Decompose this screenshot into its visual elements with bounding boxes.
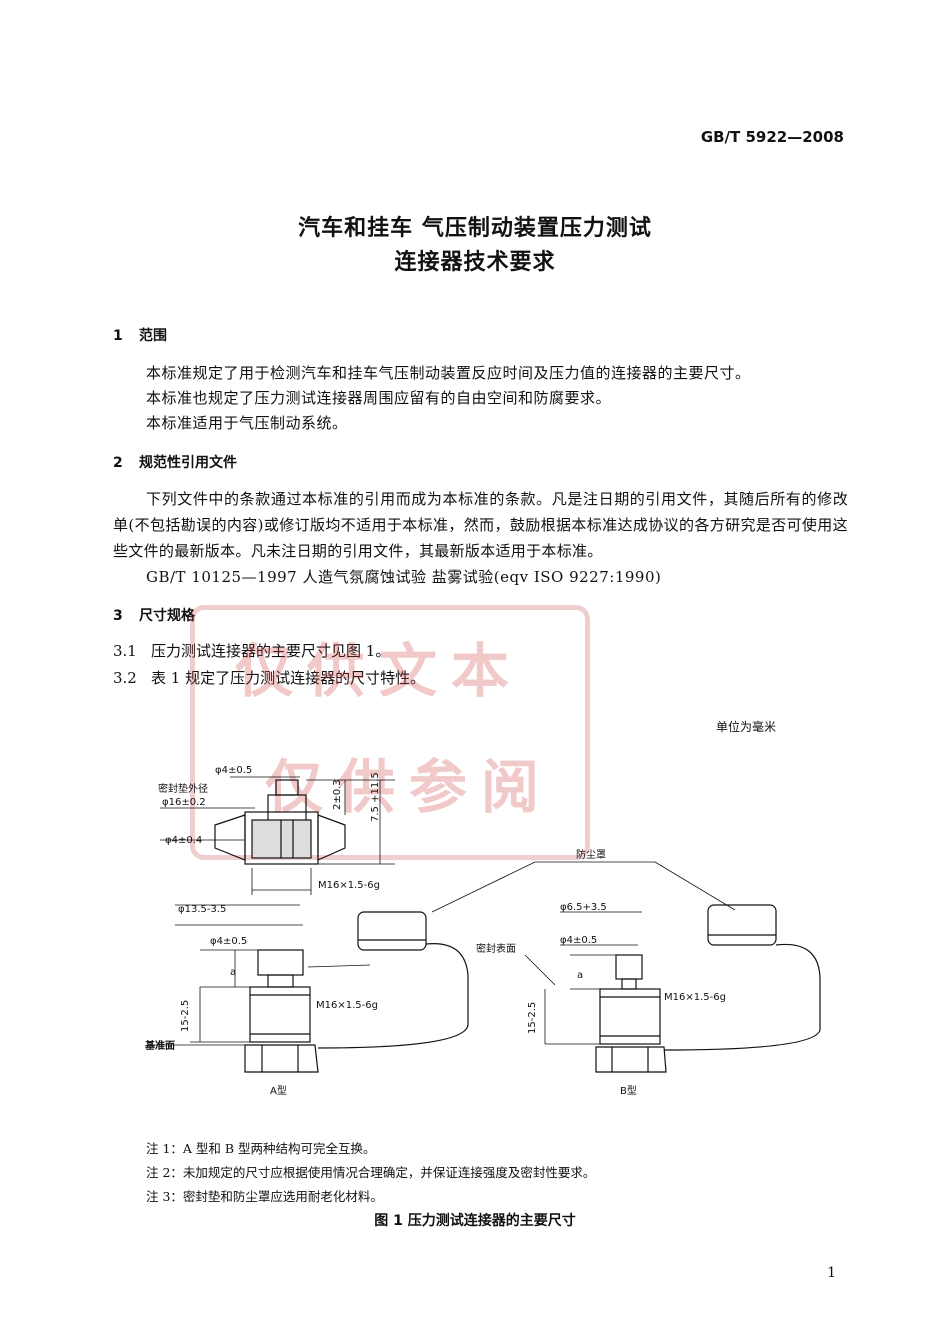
figure-note-2: 注 2：未加规定的尺寸应根据使用情况合理确定，并保证连接强度及密封性要求。 <box>146 1165 596 1180</box>
type-b-thread <box>599 988 661 1045</box>
seal-body <box>244 811 319 865</box>
label-a-type-b: a <box>577 970 583 981</box>
label-phi16: φ16±0.2 <box>162 797 206 808</box>
top-nipple <box>267 794 307 824</box>
type-a-thread <box>249 986 311 1043</box>
label-seal-od: 密封垫外径 <box>158 782 208 795</box>
label-type-a: A型 <box>270 1084 287 1097</box>
label-dim-75: 7.5 +11.5 <box>370 772 381 822</box>
label-phi4-a: φ4±0.5 <box>210 936 247 947</box>
label-m16-top: M16×1.5-6g <box>318 880 380 891</box>
type-a-hex <box>244 1044 319 1073</box>
normative-reference: GB/T 10125—1997 人造气氛腐蚀试验 盐雾试验(eqv ISO 92… <box>146 568 662 586</box>
right-cone <box>317 814 346 861</box>
type-a-dust-cover <box>357 911 427 951</box>
label-m16-a: M16×1.5-6g <box>316 1000 378 1011</box>
label-phi4-05: φ4±0.5 <box>215 765 252 776</box>
label-dim-2: 2±0.3 <box>332 779 343 810</box>
label-dust-cover: 防尘罩 <box>576 848 606 861</box>
label-seal-surface: 密封表面 <box>476 942 516 955</box>
type-b-head <box>615 954 643 980</box>
figure-note-3: 注 3：密封垫和防尘罩应选用耐老化材料。 <box>146 1189 383 1204</box>
doc-title-line2: 连接器技术要求 <box>394 250 556 275</box>
label-phi65: φ6.5+3.5 <box>560 902 607 913</box>
page-number: 1 <box>827 1265 836 1281</box>
label-phi135: φ13.5-3.5 <box>178 904 226 915</box>
type-b-chain <box>663 943 821 1051</box>
label-a-type-a: a <box>230 967 236 978</box>
section-1-para-1: 本标准规定了用于检测汽车和挂车气压制动装置反应时间及压力值的连接器的主要尺寸。 <box>146 364 751 382</box>
label-phi4-b: φ4±0.5 <box>560 935 597 946</box>
label-base: 基准面 <box>144 1039 175 1052</box>
left-cone <box>214 814 246 861</box>
type-a-head <box>257 949 304 976</box>
doc-title-line1: 汽车和挂车 气压制动装置压力测试 <box>298 216 652 241</box>
section-2-para: 下列文件中的条款通过本标准的引用而成为本标准的条款。凡是注日期的引用文件，其随后… <box>113 490 848 560</box>
section-1-para-2: 本标准也规定了压力测试连接器周围应留有的自由空间和防腐要求。 <box>146 389 612 407</box>
type-a-chain <box>317 942 469 1049</box>
label-phi4-04: φ4±0.4 <box>165 835 202 846</box>
type-b-dust-cover <box>707 904 777 946</box>
label-type-b: B型 <box>620 1084 637 1097</box>
unit-label: 单位为毫米 <box>716 720 777 734</box>
figure-note-1: 注 1：A 型和 B 型两种结构可完全互换。 <box>146 1141 376 1156</box>
label-m16-b: M16×1.5-6g <box>664 992 726 1003</box>
section-1-para-3: 本标准适用于气压制动系统。 <box>146 414 348 432</box>
label-15-b: 15-2.5 <box>527 1002 538 1034</box>
label-15-a: 15-2.5 <box>180 1000 191 1032</box>
figure-caption: 图 1 压力测试连接器的主要尺寸 <box>374 1213 576 1229</box>
standard-code: GB/T 5922—2008 <box>700 128 844 146</box>
figure-1-drawing: φ4±0.5 密封垫外径 φ16±0.2 φ4±0.4 M16×1.5-6g 2… <box>144 765 821 1097</box>
type-b-hex <box>595 1046 667 1073</box>
